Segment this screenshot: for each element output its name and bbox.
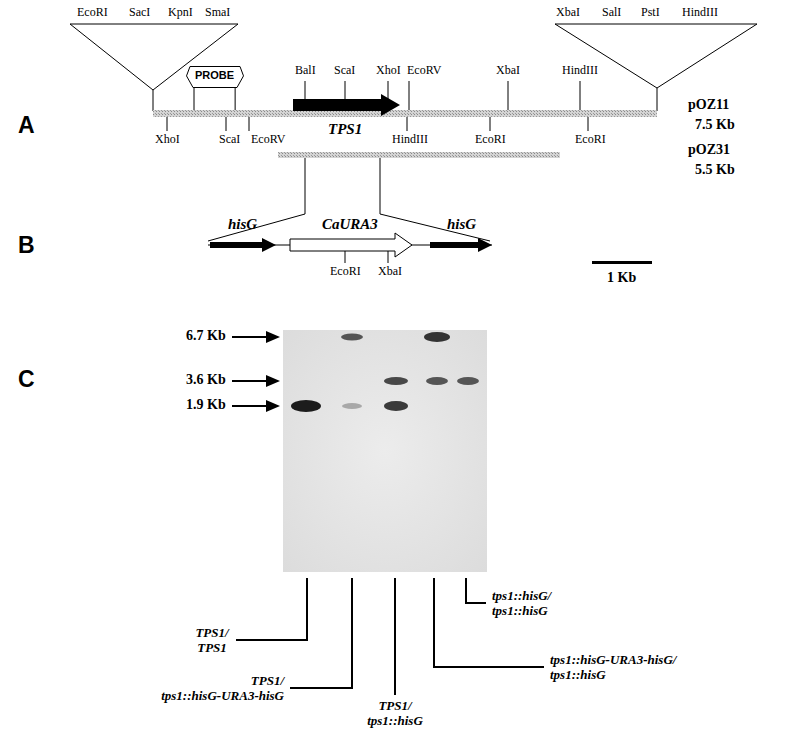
genotype-label: tps1::hisG-URA3-hisG/ tps1::hisG bbox=[550, 652, 679, 682]
insertion-line bbox=[380, 158, 490, 241]
plasmid-bar bbox=[278, 152, 560, 158]
site-label: XhoI bbox=[376, 64, 401, 78]
site-label: ScaI bbox=[334, 64, 355, 78]
site-label: ScaI bbox=[219, 133, 240, 147]
marker-arrowheads bbox=[266, 331, 280, 412]
probe-line bbox=[194, 88, 195, 110]
marker-arrows bbox=[232, 337, 268, 406]
site-label: HindIII bbox=[682, 6, 718, 20]
genotype-label: TPS1/ tps1::hisG-URA3-hisG bbox=[159, 673, 284, 703]
blot-image bbox=[283, 330, 487, 572]
ura3-arrow bbox=[290, 233, 412, 257]
site-label: EcoRI bbox=[77, 6, 108, 20]
probe-box: PROBE bbox=[186, 66, 243, 88]
figure-label: 5.5 Kb bbox=[695, 162, 735, 178]
figure-label: pOZ11 bbox=[688, 97, 729, 113]
gene-arrow bbox=[293, 94, 400, 116]
site-label: XbaI bbox=[496, 64, 520, 78]
figure-label: B bbox=[18, 232, 35, 258]
figure-label: TPS1 bbox=[328, 121, 362, 138]
site-label: PstI bbox=[641, 6, 660, 20]
site-label: EcoRV bbox=[407, 64, 441, 78]
figure-label: hisG bbox=[447, 216, 476, 233]
site-label: HindIII bbox=[392, 133, 428, 147]
site-label: KpnI bbox=[168, 6, 193, 20]
figure-label: 3.6 Kb bbox=[186, 372, 226, 388]
site-label: SacI bbox=[129, 6, 150, 20]
site-tick bbox=[345, 251, 346, 263]
genotype-label: TPS1/ TPS1 bbox=[194, 625, 230, 655]
hisg-arrow bbox=[430, 238, 492, 252]
figure-label: pOZ31 bbox=[688, 142, 730, 158]
site-label: XhoI bbox=[155, 133, 180, 147]
blot-bands bbox=[291, 332, 479, 412]
polylinker-triangle bbox=[70, 24, 238, 90]
genotype-label: TPS1/ tps1::hisG bbox=[366, 698, 424, 728]
polylinker-line bbox=[153, 90, 154, 111]
site-label: EcoRI bbox=[330, 265, 361, 279]
figure-label: 7.5 Kb bbox=[695, 117, 735, 133]
site-label: EcoRI bbox=[475, 133, 506, 147]
site-label: BalI bbox=[295, 64, 316, 78]
site-label: XbaI bbox=[378, 265, 402, 279]
polylinker-triangle bbox=[555, 24, 757, 88]
hisg-arrow bbox=[210, 238, 276, 252]
site-label: XbaI bbox=[556, 6, 580, 20]
insertion-line bbox=[208, 158, 305, 241]
figure-label: 6.7 Kb bbox=[186, 328, 226, 344]
probe-label: PROBE bbox=[195, 69, 234, 81]
scale-bar bbox=[592, 261, 652, 264]
site-label: EcoRV bbox=[251, 133, 285, 147]
figure-label: 1 Kb bbox=[607, 270, 636, 286]
site-label: HindIII bbox=[562, 64, 598, 78]
genotype-label: tps1::hisG/ tps1::hisG bbox=[492, 588, 554, 618]
site-tick bbox=[388, 251, 389, 263]
site-ticks bbox=[167, 81, 588, 131]
figure-label: CaURA3 bbox=[322, 216, 378, 233]
site-label: EcoRI bbox=[575, 133, 606, 147]
polylinker-line bbox=[657, 88, 658, 111]
figure-label: 1.9 Kb bbox=[186, 397, 226, 413]
site-label: SalI bbox=[602, 6, 621, 20]
probe-line bbox=[235, 88, 236, 110]
figure-label: hisG bbox=[228, 216, 257, 233]
figure-label: C bbox=[18, 366, 35, 392]
plasmid-bar bbox=[153, 110, 657, 117]
site-label: SmaI bbox=[205, 6, 230, 20]
figure-label: A bbox=[18, 112, 35, 138]
